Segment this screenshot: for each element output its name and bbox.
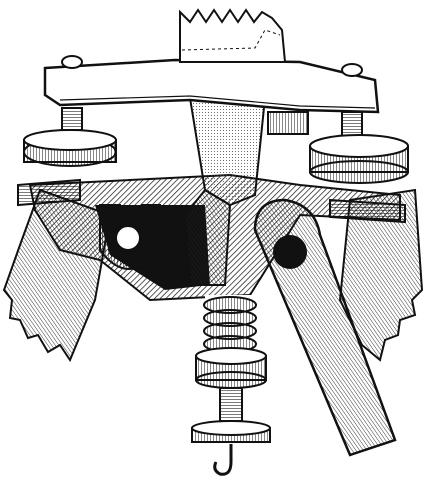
coil-spring xyxy=(203,295,257,355)
adjusting-nut xyxy=(195,347,267,389)
right-thumb-screw xyxy=(309,63,409,184)
rear-roller xyxy=(267,111,309,135)
center-jaw xyxy=(183,97,267,286)
lever-arm xyxy=(253,198,397,457)
left-thumb-screw xyxy=(23,55,117,167)
hook xyxy=(213,444,233,476)
top-blade xyxy=(179,8,287,63)
bottom-collar xyxy=(191,420,271,443)
pivot-hole xyxy=(115,225,141,251)
